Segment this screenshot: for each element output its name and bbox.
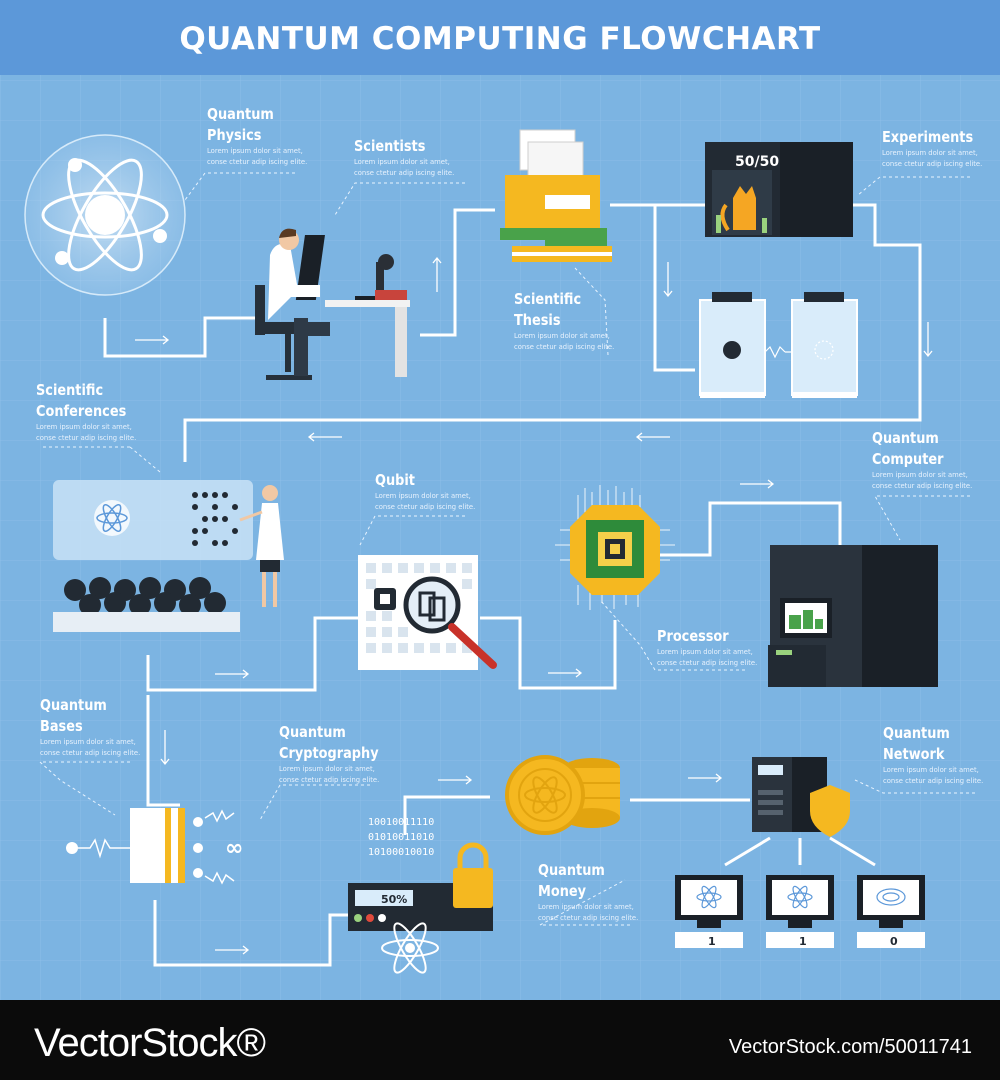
atom-orb-icon bbox=[24, 134, 186, 296]
node-title-line-1: Scientists bbox=[354, 137, 426, 155]
node-description-2: conse ctetur adip iscing elite. bbox=[207, 158, 308, 166]
quantum-bases-icon: ∞ bbox=[66, 808, 243, 885]
terminal-2-value: 1 bbox=[799, 935, 807, 948]
node-description-2: conse ctetur adip iscing elite. bbox=[40, 749, 141, 757]
node-description-1: Lorem ipsum dolor sit amet, bbox=[354, 158, 450, 166]
node-description-2: conse ctetur adip iscing elite. bbox=[883, 777, 984, 785]
scientist-at-desk-icon bbox=[255, 228, 410, 380]
network-terminal: 1 bbox=[675, 875, 743, 948]
node-title-line-2: Thesis bbox=[514, 311, 561, 329]
network-terminal: 1 bbox=[766, 875, 834, 948]
node-title-line-2: Computer bbox=[872, 450, 944, 468]
node-title-line-1: Experiments bbox=[882, 128, 974, 146]
node-title-line-2: Network bbox=[883, 745, 945, 763]
terminal-1-value: 1 bbox=[708, 935, 716, 948]
node-processor: Processor Lorem ipsum dolor sit amet, co… bbox=[657, 626, 757, 669]
node-title-line-1: Quantum bbox=[883, 724, 950, 742]
node-experiments: Experiments Lorem ipsum dolor sit amet, … bbox=[882, 127, 988, 170]
node-title-line-2: Cryptography bbox=[279, 744, 379, 762]
node-title-line-1: Scientific bbox=[36, 381, 104, 399]
node-qubit: Qubit Lorem ipsum dolor sit amet, conse … bbox=[375, 470, 475, 513]
flow-connectors bbox=[103, 203, 922, 967]
cat-experiment-box-icon: 50/50 bbox=[705, 142, 853, 237]
node-scientists: Scientists Lorem ipsum dolor sit amet, c… bbox=[354, 136, 454, 179]
bits-line-1: 10010011110 bbox=[368, 817, 434, 828]
node-title-line-1: Scientific bbox=[514, 290, 582, 308]
node-description-1: Lorem ipsum dolor sit amet, bbox=[872, 471, 968, 479]
node-quantum-cryptography: Quantum Cryptography Lorem ipsum dolor s… bbox=[279, 722, 395, 786]
thesis-documents-icon bbox=[500, 129, 612, 262]
quantum-jars-icon bbox=[699, 292, 858, 398]
node-description-1: Lorem ipsum dolor sit amet, bbox=[375, 492, 471, 500]
node-quantum-money: Quantum Money Lorem ipsum dolor sit amet… bbox=[538, 860, 638, 924]
node-title-line-1: Quantum bbox=[538, 861, 605, 879]
node-description-1: Lorem ipsum dolor sit amet, bbox=[279, 765, 375, 773]
node-description-2: conse ctetur adip iscing elite. bbox=[375, 503, 476, 511]
bits-line-2: 01010011010 bbox=[368, 832, 434, 843]
node-scientific-conferences: Scientific Conferences Lorem ipsum dolor… bbox=[36, 380, 141, 444]
label-leader-lines bbox=[38, 172, 975, 926]
node-description-1: Lorem ipsum dolor sit amet, bbox=[36, 423, 132, 431]
node-description-2: conse ctetur adip iscing elite. bbox=[279, 776, 380, 784]
node-description-2: conse ctetur adip iscing elite. bbox=[882, 160, 983, 168]
conference-presentation-icon bbox=[53, 480, 284, 632]
flowchart-artwork: 50/50 bbox=[0, 75, 1000, 1000]
quantum-coins-icon bbox=[505, 755, 620, 835]
node-description-2: conse ctetur adip iscing elite. bbox=[514, 343, 615, 351]
node-description-2: conse ctetur adip iscing elite. bbox=[657, 659, 758, 667]
experiment-ratio: 50/50 bbox=[735, 154, 779, 170]
node-title-line-2: Physics bbox=[207, 126, 262, 144]
flow-arrows bbox=[135, 256, 933, 955]
node-title-line-1: Quantum bbox=[207, 105, 274, 123]
watermark-footer bbox=[0, 1000, 1000, 1080]
node-title-line-1: Processor bbox=[657, 627, 729, 645]
brand-logo: VectorStock® bbox=[34, 1021, 266, 1065]
node-title-line-1: Quantum bbox=[872, 429, 939, 447]
network-terminal: 0 bbox=[857, 875, 925, 948]
node-title-line-1: Quantum bbox=[40, 696, 107, 714]
header-band bbox=[0, 0, 1000, 75]
meter-value: 50% bbox=[381, 893, 407, 906]
node-description-1: Lorem ipsum dolor sit amet, bbox=[883, 766, 979, 774]
node-description-1: Lorem ipsum dolor sit amet, bbox=[538, 903, 634, 911]
node-scientific-thesis: Scientific Thesis Lorem ipsum dolor sit … bbox=[514, 289, 614, 353]
quantum-network-icon: 1 1 0 bbox=[675, 757, 925, 948]
node-title-line-2: Money bbox=[538, 882, 587, 900]
node-description-1: Lorem ipsum dolor sit amet, bbox=[207, 147, 303, 155]
node-title-line-2: Bases bbox=[40, 717, 83, 735]
infinity-symbol: ∞ bbox=[225, 836, 243, 861]
node-title-line-1: Qubit bbox=[375, 471, 415, 489]
processor-chip-icon bbox=[555, 485, 675, 610]
node-quantum-bases: Quantum Bases Lorem ipsum dolor sit amet… bbox=[40, 695, 140, 759]
qubit-magnifier-icon bbox=[358, 555, 497, 670]
page-title: QUANTUM COMPUTING FLOWCHART bbox=[179, 21, 821, 57]
node-quantum-physics: Quantum Physics Lorem ipsum dolor sit am… bbox=[207, 104, 307, 168]
node-quantum-computer: Quantum Computer Lorem ipsum dolor sit a… bbox=[872, 428, 972, 492]
stock-id-text: VectorStock.com/50011741 bbox=[728, 1036, 972, 1058]
node-description-2: conse ctetur adip iscing elite. bbox=[354, 169, 455, 177]
node-description-1: Lorem ipsum dolor sit amet, bbox=[514, 332, 610, 340]
node-quantum-network: Quantum Network Lorem ipsum dolor sit am… bbox=[883, 723, 983, 787]
cryptography-device-icon: 10010011110 01010011010 10100010010 50% bbox=[348, 817, 493, 974]
quantum-computer-icon bbox=[768, 545, 938, 687]
node-description-1: Lorem ipsum dolor sit amet, bbox=[40, 738, 136, 746]
node-description-1: Lorem ipsum dolor sit amet, bbox=[882, 149, 978, 157]
node-description-2: conse ctetur adip iscing elite. bbox=[872, 482, 973, 490]
bits-line-3: 10100010010 bbox=[368, 847, 434, 858]
node-description-2: conse ctetur adip iscing elite. bbox=[538, 914, 639, 922]
node-title-line-2: Conferences bbox=[36, 402, 127, 420]
node-description-2: conse ctetur adip iscing elite. bbox=[36, 434, 137, 442]
node-title-line-1: Quantum bbox=[279, 723, 346, 741]
terminal-3-value: 0 bbox=[890, 935, 898, 948]
node-description-1: Lorem ipsum dolor sit amet, bbox=[657, 648, 753, 656]
